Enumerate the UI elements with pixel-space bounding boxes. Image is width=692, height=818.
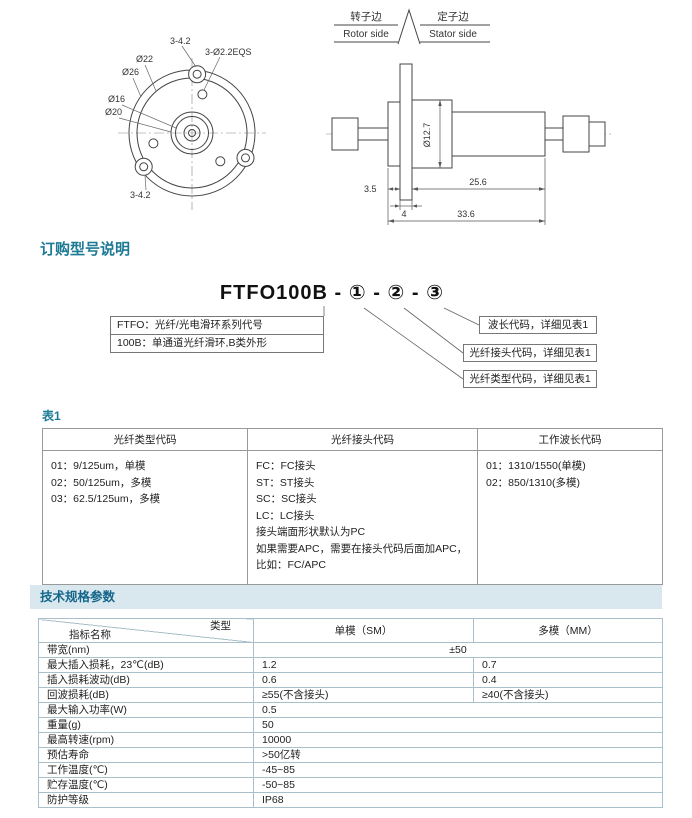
specs-col-multimode: 多模（MM） xyxy=(473,618,663,643)
bolt-holes xyxy=(148,89,226,167)
wavelength-option: 01：1310/1550(单模) xyxy=(486,460,586,472)
spec-value: 10000 xyxy=(253,732,663,748)
connector-option: SC：SC接头 xyxy=(256,493,317,505)
spec-value-mm: 0.4 xyxy=(473,672,663,688)
front-dim-d22: Ø22 xyxy=(136,54,153,64)
connector-option: FC：FC接头 xyxy=(256,460,316,472)
spec-row-storage-temp: 贮存温度(℃) -50~85 xyxy=(38,777,663,793)
table1: 光纤类型代码 光纤接头代码 工作波长代码 01：9/125um，单模 02：50… xyxy=(42,428,663,585)
model-series-notes: FTFO：光纤/光电滑环系列代号 100B：单通道光纤滑环,B类外形 xyxy=(110,316,324,353)
stator-side-label-en: Stator side xyxy=(429,29,477,40)
side-dim-diameter: Ø12.7 xyxy=(422,123,432,148)
spec-name: 插入损耗波动(dB) xyxy=(38,672,254,688)
specs-corner-name-label: 指标名称 xyxy=(69,629,111,641)
table1-header-wavelength: 工作波长代码 xyxy=(477,428,663,451)
spec-row-protection: 防护等级 IP68 xyxy=(38,792,663,808)
spec-value: >50亿转 xyxy=(253,747,663,763)
table1-header-row: 光纤类型代码 光纤接头代码 工作波长代码 xyxy=(42,428,663,451)
side-view-drawing: 转子边 Rotor side 定子边 Stator side Ø12.7 3.5… xyxy=(326,8,612,225)
specs-corner-type-label: 类型 xyxy=(210,620,231,632)
spec-row-max-insertion-loss: 最大插入损耗，23℃(dB) 1.2 0.7 xyxy=(38,657,663,673)
side-dim-body: 25.6 xyxy=(469,177,487,187)
front-dim-d20: Ø20 xyxy=(105,107,122,117)
spec-name: 重量(g) xyxy=(38,717,254,733)
spec-name: 最大插入损耗，23℃(dB) xyxy=(38,657,254,673)
fiber-type-option: 03：62.5/125um，多模 xyxy=(51,493,161,505)
spec-value: -50~85 xyxy=(253,777,663,793)
table1-heading: 表1 xyxy=(42,409,61,423)
note-connector: 光纤接头代码，详细见表1 xyxy=(463,344,597,362)
spec-name: 防护等级 xyxy=(38,792,254,808)
front-view-drawing: 3-4.2 3-Ø2.2EQS Ø22 Ø26 Ø16 Ø20 3-4.2 xyxy=(105,36,266,210)
ordering-heading: 订购型号说明 xyxy=(40,241,131,258)
spec-name: 最高转速(rpm) xyxy=(38,732,254,748)
stator-side-label-cn: 定子边 xyxy=(437,10,469,23)
spec-name: 最大输入功率(W) xyxy=(38,702,254,718)
specs-corner-cell: 类型 指标名称 xyxy=(38,618,254,643)
spec-value-sm: 0.6 xyxy=(253,672,474,688)
mounting-ears xyxy=(134,65,255,176)
rotor-side-label-cn: 转子边 xyxy=(350,10,382,23)
spec-row-bandwidth: 带宽(nm) ±50 xyxy=(38,642,663,658)
front-dim-d26: Ø26 xyxy=(122,67,139,77)
note-base: 100B：单通道光纤滑环,B类外形 xyxy=(117,337,267,349)
model-number: FTFO100B - ① - ② - ③ xyxy=(219,282,445,304)
spec-value: ±50 xyxy=(253,642,663,658)
spec-row-max-speed: 最高转速(rpm) 10000 xyxy=(38,732,663,748)
divider-caret xyxy=(397,8,421,45)
specs-header-row: 类型 指标名称 单模（SM） 多模（MM） xyxy=(38,618,663,643)
spec-row-weight: 重量(g) 50 xyxy=(38,717,663,733)
spec-name: 工作温度(℃) xyxy=(38,762,254,778)
connector-note: 如果需要APC，需要在接头代码后面加APC， xyxy=(256,542,468,555)
connector-note: 接头端面形状默认为PC xyxy=(256,526,366,538)
ordering-diagram: FTFO100B - ① - ② - ③ FTFO：光纤/光电滑环系列代号 10… xyxy=(0,268,692,408)
table1-fiber-type-cell: 01：9/125um，单模 02：50/125um，多模 03：62.5/125… xyxy=(42,450,248,585)
spec-row-max-input-power: 最大输入功率(W) 0.5 xyxy=(38,702,663,718)
spec-value-mm: 0.7 xyxy=(473,657,663,673)
specs-heading-bar: 技术规格参数 xyxy=(30,585,662,609)
side-dim-flange: 4 xyxy=(401,209,406,219)
note-fiber-type: 光纤类型代码，详细见表1 xyxy=(463,370,597,388)
spec-value: 0.5 xyxy=(253,702,663,718)
ordering-connector-lines xyxy=(323,306,480,380)
spec-value: -45~85 xyxy=(253,762,663,778)
side-dim-total: 33.6 xyxy=(457,209,475,219)
spec-value-sm: ≥55(不含接头) xyxy=(253,687,474,703)
spec-row-life: 预估寿命 >50亿转 xyxy=(38,747,663,763)
specs-table: 类型 指标名称 单模（SM） 多模（MM） 带宽(nm) ±50 最大插入损耗，… xyxy=(38,618,663,808)
table1-header-connector: 光纤接头代码 xyxy=(247,428,478,451)
slip-ring-body xyxy=(331,63,606,201)
spec-row-operating-temp: 工作温度(℃) -45~85 xyxy=(38,762,663,778)
connector-option: LC：LC接头 xyxy=(256,509,315,522)
spec-value-sm: 1.2 xyxy=(253,657,474,673)
table1-wavelength-cell: 01：1310/1550(单模) 02：850/1310(多模) xyxy=(477,450,663,585)
fiber-type-option: 01：9/125um，单模 xyxy=(51,460,146,472)
fiber-type-option: 02：50/125um，多模 xyxy=(51,476,152,489)
spec-row-return-loss: 回波损耗(dB) ≥55(不含接头) ≥40(不含接头) xyxy=(38,687,663,703)
specs-col-singlemode: 单模（SM） xyxy=(253,618,474,643)
table1-connector-cell: FC：FC接头 ST：ST接头 SC：SC接头 LC：LC接头 接头端面形状默认… xyxy=(247,450,478,585)
spec-name: 预估寿命 xyxy=(38,747,254,763)
wavelength-option: 02：850/1310(多模) xyxy=(486,476,580,489)
spec-name: 带宽(nm) xyxy=(38,642,254,658)
spec-name: 贮存温度(℃) xyxy=(38,777,254,793)
rotor-side-label-en: Rotor side xyxy=(343,29,389,40)
front-dim-d16: Ø16 xyxy=(108,94,125,104)
front-dim-holes: 3-Ø2.2EQS xyxy=(205,47,252,57)
table1-header-fiber-type: 光纤类型代码 xyxy=(42,428,248,451)
note-wavelength: 波长代码，详细见表1 xyxy=(479,316,597,334)
connector-option: ST：ST接头 xyxy=(256,476,315,489)
front-dim-top-slots: 3-4.2 xyxy=(170,36,191,46)
front-dim-bottom-slots: 3-4.2 xyxy=(130,190,151,200)
spec-name: 回波损耗(dB) xyxy=(38,687,254,703)
table1-body-row: 01：9/125um，单模 02：50/125um，多模 03：62.5/125… xyxy=(42,450,663,585)
connector-note: 比如：FC/APC xyxy=(256,559,327,571)
spec-row-insertion-loss-ripple: 插入损耗波动(dB) 0.6 0.4 xyxy=(38,672,663,688)
spec-value: 50 xyxy=(253,717,663,733)
spec-value: IP68 xyxy=(253,792,663,808)
side-dim-collar: 3.5 xyxy=(364,184,377,194)
note-series: FTFO：光纤/光电滑环系列代号 xyxy=(111,317,323,335)
spec-value-mm: ≥40(不含接头) xyxy=(473,687,663,703)
specs-heading: 技术规格参数 xyxy=(40,590,116,604)
